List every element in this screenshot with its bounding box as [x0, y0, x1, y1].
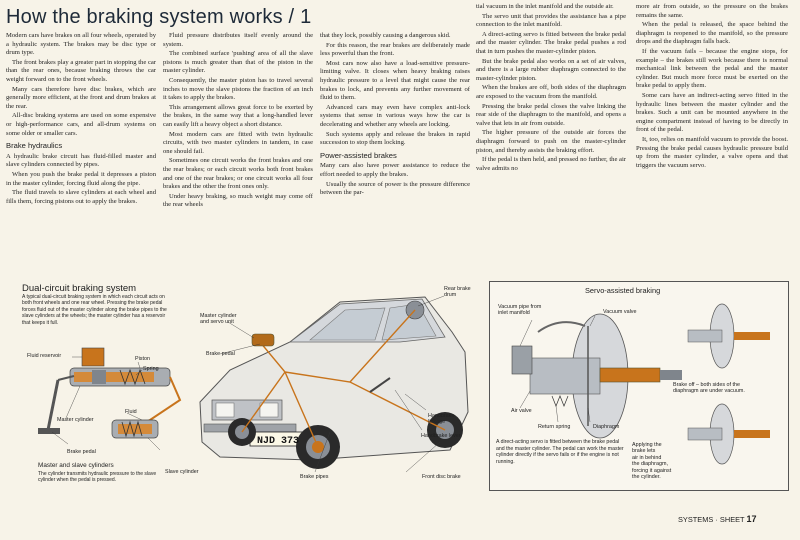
paragraph: Sometimes one circuit works the front br…	[163, 157, 313, 191]
paragraph: Most modern cars are fitted with twin hy…	[163, 130, 313, 155]
text-column-2: Fluid pressure distributes itself evenly…	[163, 32, 313, 272]
label-brake-pedal: Brake pedal	[206, 351, 235, 357]
paragraph: But the brake pedal also works on a set …	[476, 57, 626, 82]
text-column-4: tial vacuum in the inlet manifold and th…	[476, 3, 626, 275]
text-column-1: Modern cars have brakes on all four whee…	[6, 32, 156, 272]
label-vacuum-valve: Vacuum valve	[603, 309, 637, 315]
label-spring: Spring	[143, 366, 159, 372]
label-front-disc: Front disc brake	[422, 474, 461, 480]
label-handbrake-lever: Handbrake lever	[421, 433, 461, 439]
paragraph: Consequently, the master piston has to t…	[163, 76, 313, 102]
label-return-spring: Return spring	[538, 424, 571, 430]
paragraph: Many cars therefore have disc brakes, wh…	[6, 85, 156, 110]
paragraph: Usually the source of power is the press…	[320, 180, 470, 197]
paragraph: Pressing the brake pedal closes the valv…	[476, 102, 626, 127]
section-heading: Brake hydraulics	[6, 141, 63, 151]
paragraph: tial vacuum in the inlet manifold and th…	[476, 3, 614, 10]
text-column-5: more air from outside, so the pressure o…	[636, 3, 788, 275]
paragraph: Some cars have an indirect-acting servo …	[636, 91, 788, 134]
paragraph: Many cars also have power assistance to …	[320, 162, 470, 178]
paragraph: that they lock, possibly causing a dange…	[320, 32, 451, 39]
paragraph: For this reason, the rear brakes are del…	[320, 41, 470, 58]
paragraph: When you push the brake pedal it depress…	[6, 170, 156, 187]
label-brake-pipes: Brake pipes	[300, 474, 329, 480]
paragraph: Fluid pressure distributes itself evenly…	[163, 32, 313, 48]
label-slave-cylinder: Slave cylinder	[165, 469, 199, 475]
paragraph: When the pedal is released, the space be…	[636, 21, 788, 46]
servo-illustration	[511, 303, 770, 465]
paragraph: Such systems apply and release the brake…	[320, 130, 470, 147]
paragraph: The servo unit that provides the assista…	[476, 12, 626, 29]
paragraph: The fluid travels to slave cylinders at …	[6, 189, 156, 205]
paragraph: All-disc braking systems are used on som…	[6, 112, 156, 137]
paragraph: A hydraulic brake circuit has fluid-fill…	[6, 152, 156, 169]
label-fluid: Fluid	[125, 409, 137, 415]
paragraph: The front brakes play a greater part in …	[6, 58, 156, 83]
paragraph: The higher pressure of the outside air f…	[476, 129, 626, 154]
car-illustration: NJD 373	[199, 295, 469, 473]
paragraph: If the vacuum fails – because the engine…	[636, 47, 788, 90]
label-ms-brake-pedal: Brake pedal	[67, 449, 96, 455]
label-fluid-reservoir: Fluid reservoir	[27, 353, 62, 359]
paragraph: Modern cars have brakes on all four whee…	[6, 32, 156, 57]
master-slave-illustration	[38, 347, 182, 451]
servo-title: Servo-assisted braking	[585, 286, 661, 295]
dual-circuit-caption: A typical dual-circuit braking system in…	[22, 294, 167, 326]
footer-section: SYSTEMS	[678, 515, 714, 524]
paragraph: Most cars now also have a load-sensitive…	[320, 59, 470, 102]
label-piston: Piston	[135, 356, 150, 362]
paragraph: If the pedal is then held, and pressed n…	[476, 156, 626, 172]
footer-page-number: 17	[746, 514, 757, 524]
section-heading: Power-assisted brakes	[320, 150, 397, 160]
fluid-reservoir-shape	[81, 347, 105, 367]
label-diaphragm: Diaphragm	[593, 424, 620, 430]
dual-circuit-title: Dual-circuit braking system	[22, 283, 137, 294]
paragraph: When the brakes are off, both sides of t…	[476, 84, 626, 100]
paragraph: Advanced cars may even have complex anti…	[320, 103, 470, 128]
paragraph: Under heavy braking, so much weight may …	[163, 192, 313, 209]
label-master-cylinder: Master cylinder	[57, 417, 94, 423]
number-plate: NJD 373	[257, 436, 299, 447]
paragraph: more air from outside, so the pressure o…	[636, 3, 788, 19]
text-column-3: that they lock, possibly causing a dange…	[320, 32, 470, 272]
paragraph: A direct-acting servo is fitted between …	[476, 30, 626, 55]
paragraph: It, too, relies on manifold vacuum to pr…	[636, 135, 788, 169]
paragraph: The combined surface 'pushing' area of a…	[163, 50, 313, 75]
page-title: How the braking system works / 1	[6, 6, 312, 28]
paragraph: This arrangement allows great force to b…	[163, 103, 313, 128]
servo-caption: A direct-acting servo is fitted between …	[496, 439, 624, 465]
footer-separator: ·	[715, 515, 718, 524]
footer-sheet: SHEET	[719, 515, 745, 524]
master-slave-title: Master and slave cylinders	[38, 462, 114, 469]
label-air-valve: Air valve	[511, 408, 532, 414]
master-slave-caption: The cylinder transmits hydraulic pressur…	[38, 471, 157, 484]
footer: SYSTEMS · SHEET 17	[678, 514, 757, 524]
